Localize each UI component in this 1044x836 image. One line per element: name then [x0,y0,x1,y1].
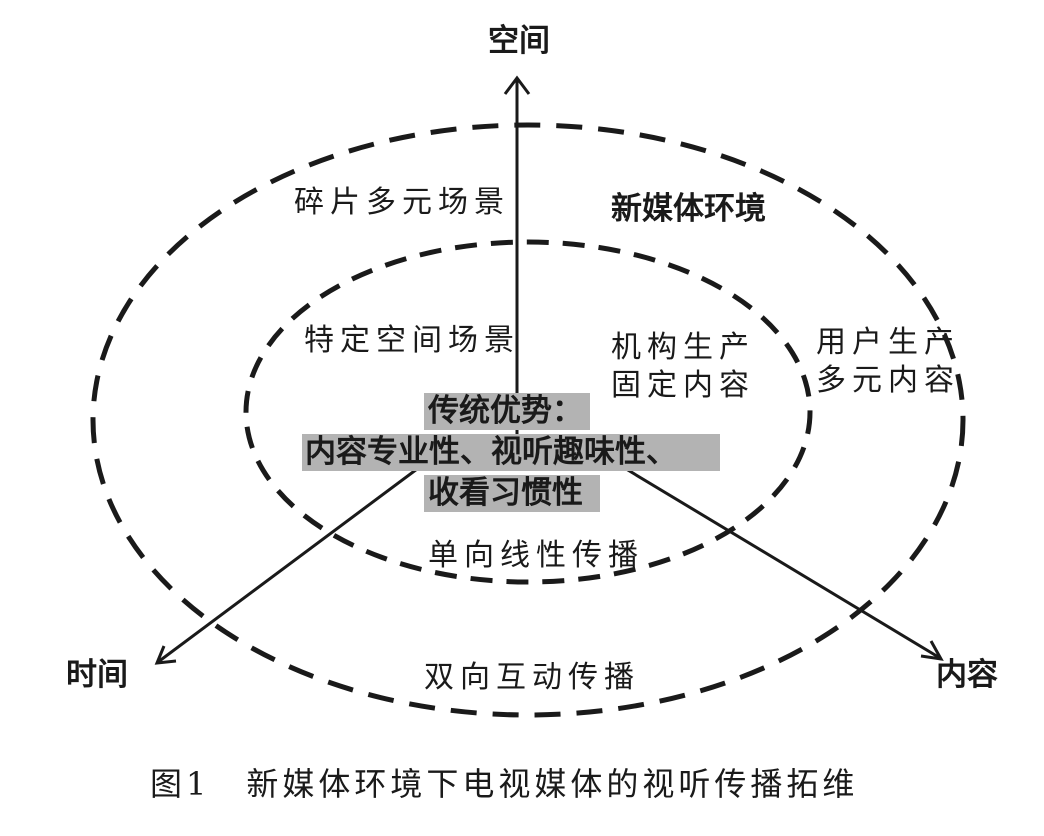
outer-producer-line1: 用户生产 [816,325,960,360]
outer-propagation-label: 双向互动传播 [424,660,640,695]
content-axis-label: 内容 [936,657,998,693]
advantages-line3: 收看习惯性 [428,475,583,511]
time-axis-arrowhead [154,645,177,665]
advantages-highlight-1 [424,393,590,430]
advantages-line2: 内容专业性、视听趣味性、 [305,434,677,470]
outer-ellipse [90,122,966,718]
content-axis-arrowhead [920,640,944,661]
inner-scene-label: 特定空间场景 [304,323,520,358]
content-axis-line [582,441,941,660]
advantages-title: 传统优势： [428,393,583,429]
new-media-environment-label: 新媒体环境 [611,191,766,227]
inner-producer-line2: 固定内容 [611,368,755,403]
advantages-highlight-3 [424,475,600,512]
inner-ellipse [243,239,813,585]
inner-propagation-label: 单向线性传播 [428,538,644,573]
outer-scene-label: 碎片多元场景 [294,185,510,220]
time-axis-label: 时间 [66,657,128,693]
space-axis-arrowhead [503,75,531,95]
inner-producer-line1: 机构生产 [611,330,755,365]
time-axis-line [157,441,453,664]
space-axis-label: 空间 [488,23,550,59]
advantages-highlight-2 [302,434,720,471]
figure-caption: 图1 新媒体环境下电视媒体的视听传播拓维 [150,765,859,803]
outer-producer-line2: 多元内容 [816,363,960,398]
